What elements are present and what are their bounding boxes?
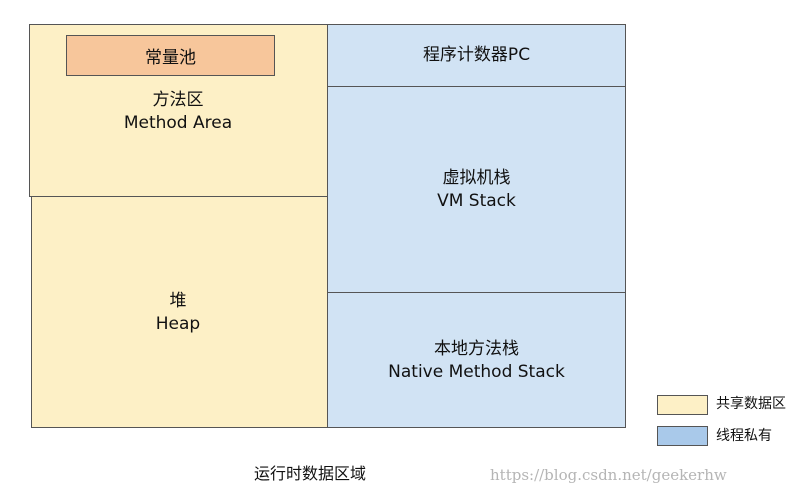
method-area-label: 方法区 Method Area bbox=[78, 89, 278, 135]
diagram-caption: 运行时数据区域 bbox=[253, 464, 366, 483]
legend-label-private: 线程私有 bbox=[716, 428, 772, 444]
heap-box bbox=[31, 196, 328, 428]
constant-pool-box: 常量池 bbox=[66, 35, 275, 76]
heap-label-zh: 堆 bbox=[169, 291, 187, 311]
pc-register-label: 程序计数器PC bbox=[327, 44, 626, 67]
vm-stack-label: 虚拟机栈 VM Stack bbox=[327, 167, 626, 213]
vm-stack-label-zh: 虚拟机栈 bbox=[442, 168, 511, 188]
native-method-stack-box bbox=[327, 292, 626, 428]
native-method-stack-label: 本地方法栈 Native Method Stack bbox=[327, 338, 626, 384]
constant-pool-label: 常量池 bbox=[145, 48, 196, 68]
vm-stack-box bbox=[327, 86, 626, 293]
legend-swatch-shared bbox=[657, 395, 708, 415]
legend-swatch-private bbox=[657, 426, 708, 446]
pc-register-label-text: 程序计数器PC bbox=[422, 45, 531, 65]
native-method-stack-label-en: Native Method Stack bbox=[388, 362, 565, 382]
native-method-stack-label-zh: 本地方法栈 bbox=[434, 339, 519, 359]
method-area-label-zh: 方法区 bbox=[152, 90, 204, 110]
vm-stack-label-en: VM Stack bbox=[437, 191, 516, 211]
legend-label-shared: 共享数据区 bbox=[716, 396, 786, 412]
heap-label-en: Heap bbox=[155, 314, 201, 334]
heap-label: 堆 Heap bbox=[78, 290, 278, 336]
method-area-label-en: Method Area bbox=[123, 113, 233, 133]
watermark: https://blog.csdn.net/geekerhw bbox=[490, 466, 727, 484]
